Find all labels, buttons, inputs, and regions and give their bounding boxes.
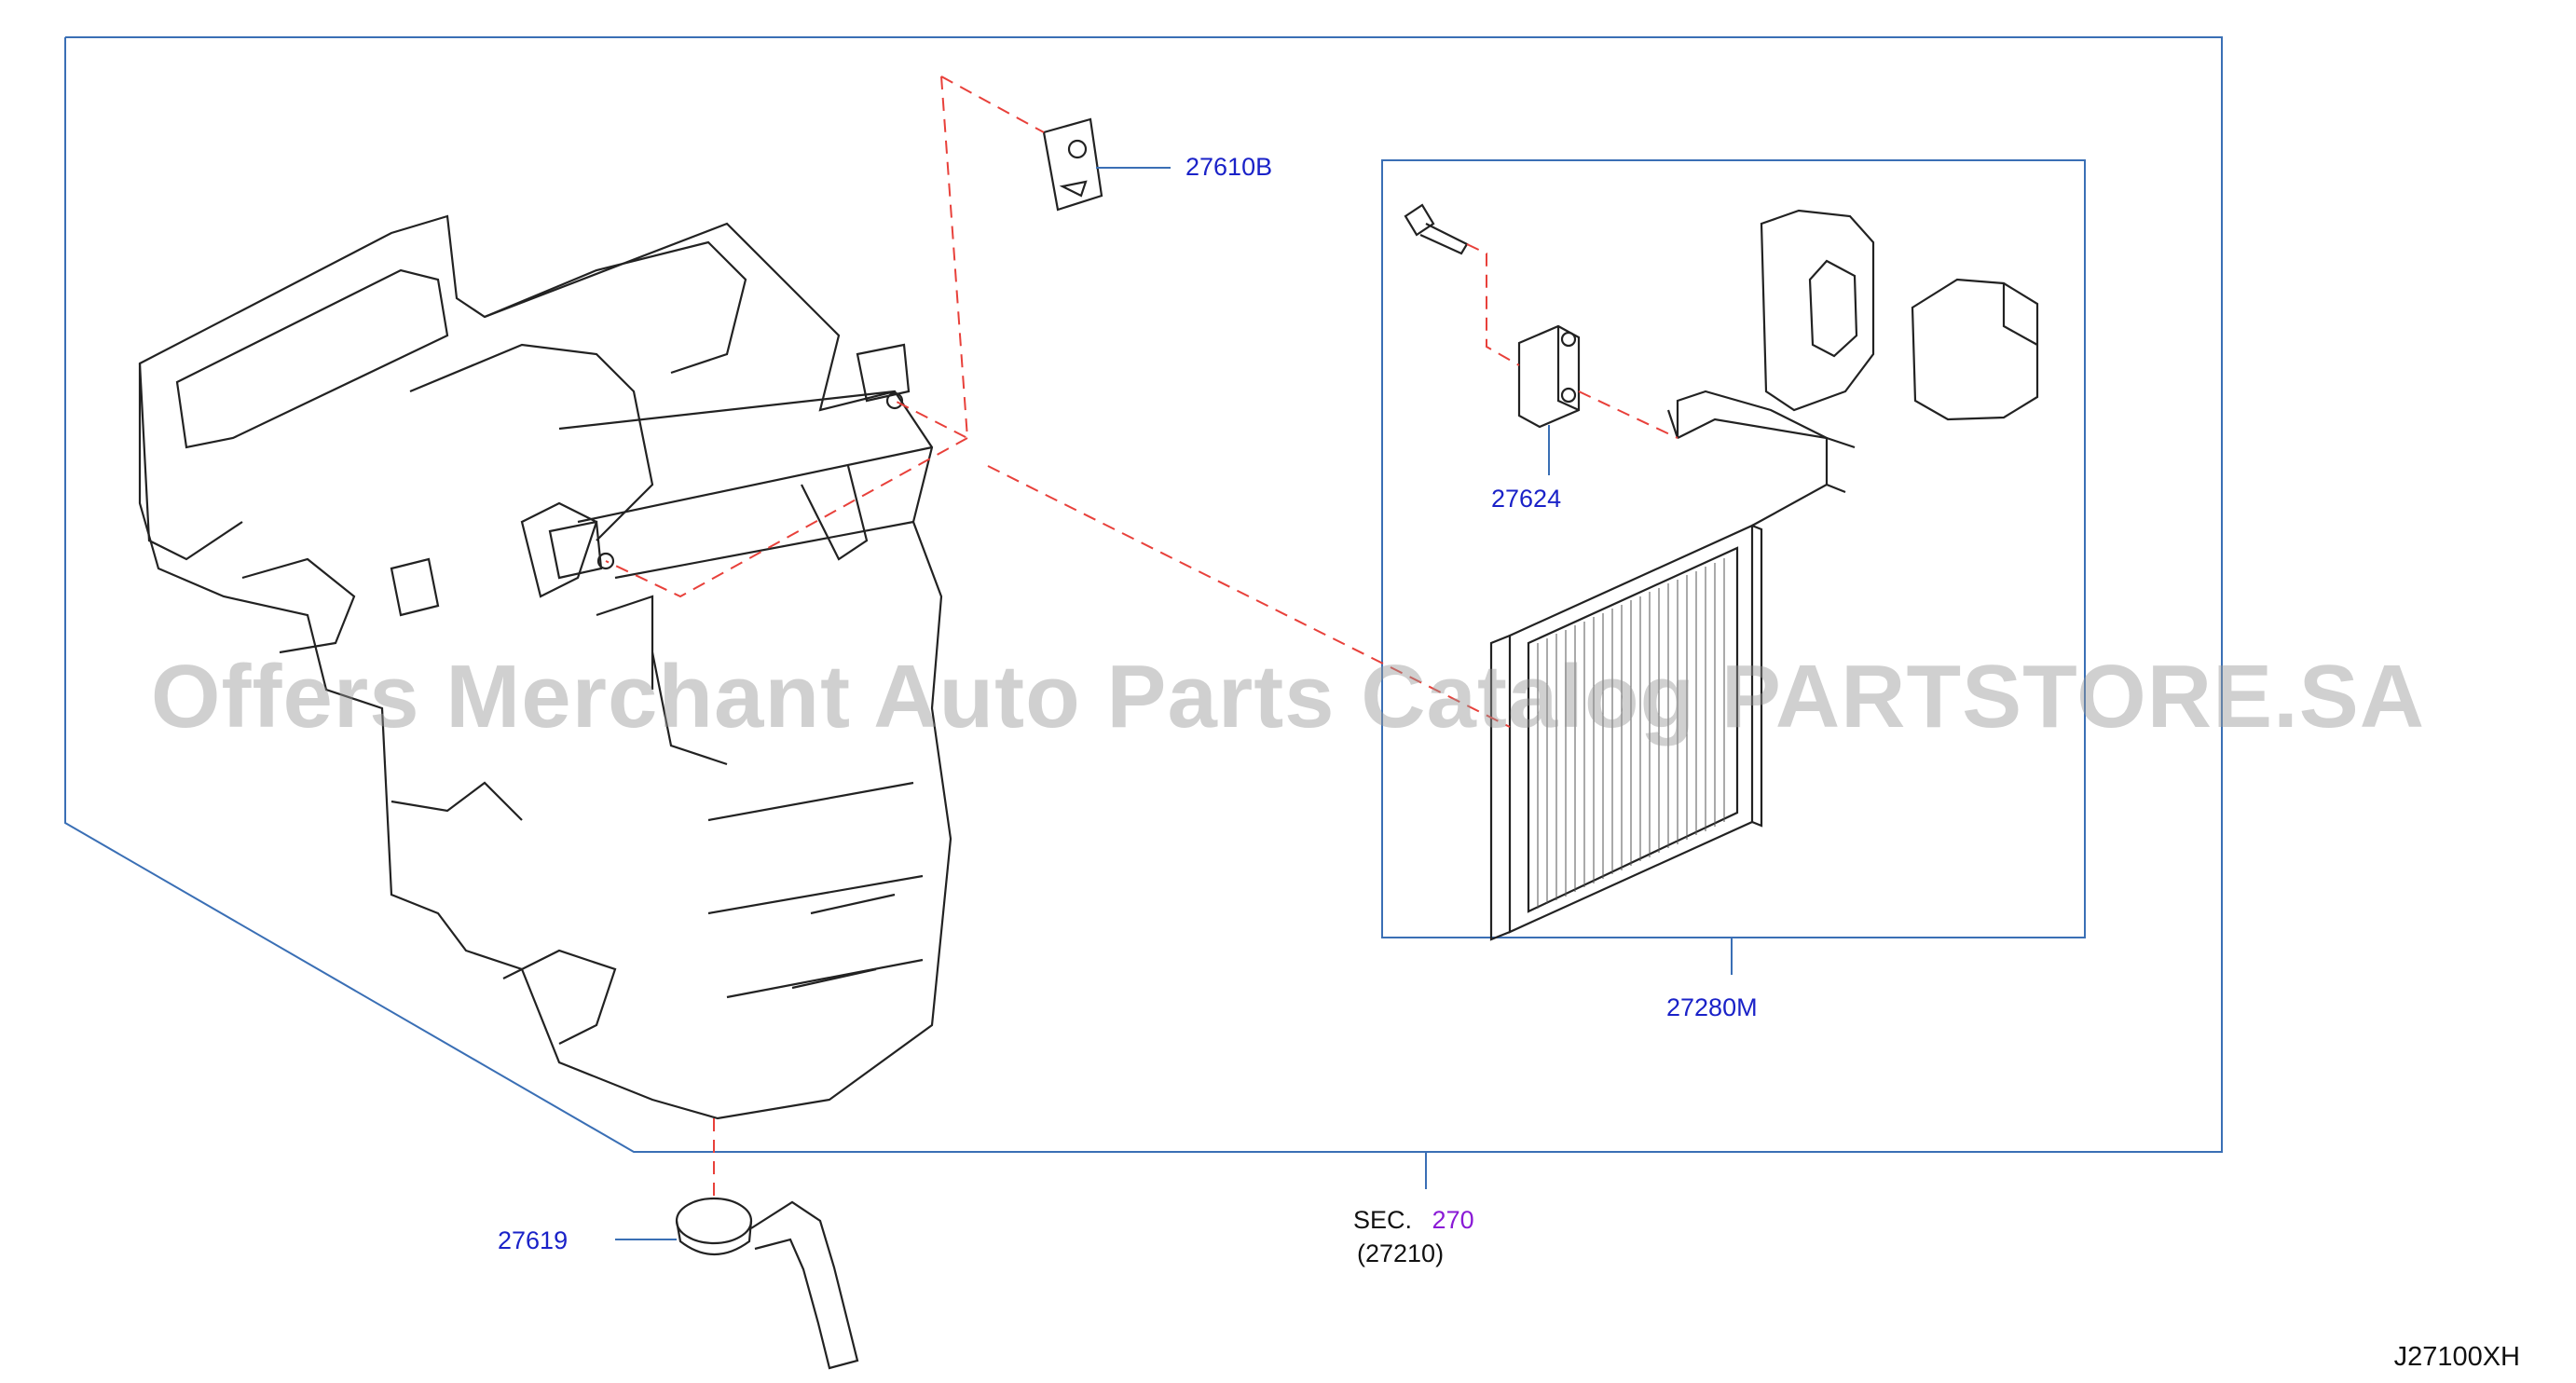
part-label-27624[interactable]: 27624 [1491, 485, 1562, 513]
leader-lines-dashed [605, 75, 1679, 1202]
assembly-frame [64, 36, 2223, 1153]
section-ref-sub: (27210) [1357, 1239, 1445, 1267]
heater-unit-housing-drawing [138, 214, 952, 1120]
diagram-code: J27100XH [2393, 1342, 2520, 1372]
part-label-27619[interactable]: 27619 [498, 1226, 569, 1254]
bolt-drawing [1404, 203, 1469, 255]
section-ref-prefix: SEC. [1353, 1206, 1413, 1234]
watermark: Offers Merchant Auto Parts Catalog PARTS… [150, 647, 2426, 746]
evaporator-core-drawing [1489, 390, 1856, 941]
expansion-valve-drawing [1517, 324, 1581, 429]
evaporator-box [1381, 159, 2086, 938]
evaporator-fins [1537, 558, 1725, 909]
section-ref[interactable]: SEC. 270 [1353, 1208, 1474, 1233]
drain-hose-drawing [675, 1197, 859, 1370]
bracket-drawing [1042, 117, 1103, 212]
insulator-pad-drawing [1760, 209, 2039, 421]
part-label-27280m[interactable]: 27280M [1666, 993, 1758, 1021]
part-label-27610b[interactable]: 27610B [1185, 153, 1273, 181]
section-ref-number[interactable]: 270 [1432, 1206, 1474, 1234]
leader-lines-solid [615, 167, 1733, 1240]
